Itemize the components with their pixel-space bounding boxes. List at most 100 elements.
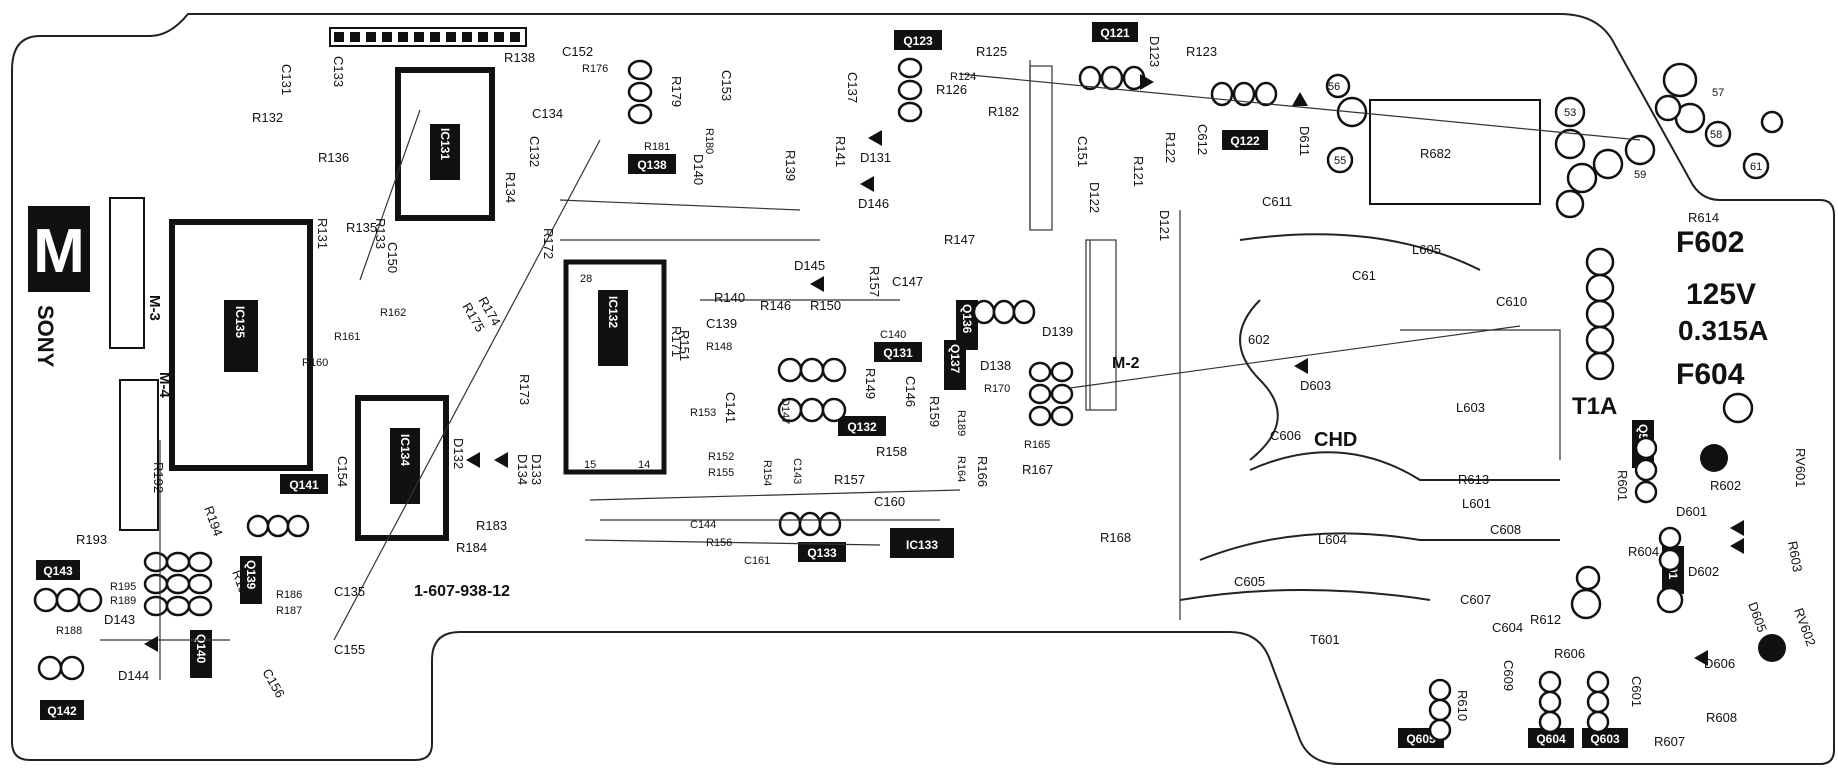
label-602: 602 [1248,332,1270,347]
label-c610: C610 [1496,294,1527,309]
label-r608: R608 [1706,710,1737,725]
label-r151: R151 [677,330,692,361]
label-l601: L601 [1462,496,1491,511]
ic135: IC135 [169,219,313,471]
q123-tag: Q123 [894,30,942,50]
label-r603: R603 [1785,540,1805,573]
label-c140: C140 [880,329,906,341]
q137-tag: Q137 [944,340,966,390]
label-r158: R158 [876,444,907,459]
q121-tag: Q121 [1092,22,1138,42]
label-p56: 56 [1328,81,1340,93]
label-r164: R164 [955,456,967,482]
label-r157b: R157 [834,472,865,487]
fuse-f604-label: F604 [1676,358,1745,391]
label-d131: D131 [860,150,891,165]
label-r170: R170 [984,383,1010,395]
label-r682: R682 [1420,146,1451,161]
pads-q501 [1656,526,1684,614]
label-p53: 53 [1564,107,1576,119]
label-r150: R150 [810,298,841,313]
label-r601: R601 [1615,470,1630,501]
label-d606: D606 [1704,656,1735,671]
label-r138: R138 [504,50,535,65]
label-d143: D143 [104,612,135,627]
label-r612: R612 [1530,612,1561,627]
label-r187: R187 [276,605,302,617]
label-r139: R139 [783,150,798,181]
label-c601: C601 [1629,676,1644,707]
q133-label: Q133 [807,546,837,560]
q143-label: Q143 [43,564,73,578]
label-r126: R126 [936,82,967,97]
ic132-pin15: 15 [584,459,596,471]
q136-tag: Q136 [956,300,978,350]
q132-label: Q132 [847,420,877,434]
label-r152: R152 [708,451,734,463]
q603-label: Q603 [1590,732,1620,746]
q605-label: Q605 [1406,732,1436,746]
label-r195: R195 [110,581,136,593]
label-c605: C605 [1234,574,1265,589]
label-c156: C156 [259,666,288,700]
header-connector-strip [329,27,527,47]
q142-tag: Q142 [40,700,84,720]
q137-label: Q137 [948,344,962,374]
label-r132: R132 [252,110,283,125]
label-p58: 58 [1710,129,1722,141]
label-d122: D122 [1087,182,1102,213]
ic134-tag: IC134 [398,434,412,466]
label-r160: R160 [302,357,328,369]
label-r131: R131 [315,218,330,249]
label-r176: R176 [582,63,608,75]
label-p55: 55 [1334,155,1346,167]
label-d132: D132 [451,438,466,469]
q605-tag: Q605 [1398,728,1444,748]
ic131: IC131 [395,67,495,221]
label-c151: C151 [1075,136,1090,167]
traces [100,60,1641,680]
pads-q140-grid [143,551,213,617]
label-r172: R172 [541,228,556,259]
pads-q143 [33,587,103,613]
label-r134: R134 [503,172,518,203]
label-r167: R167 [1022,462,1053,477]
ic133-tag: IC133 [906,538,938,552]
label-c155: C155 [334,642,365,657]
label-r124: R124 [950,71,976,83]
label-r157: R157 [867,266,882,297]
label-c612: C612 [1195,124,1210,155]
label-r610: R610 [1455,690,1470,721]
label-c144: C144 [690,519,716,531]
q604-tag: Q604 [1528,728,1574,748]
label-c609: C609 [1501,660,1516,691]
label-r161: R161 [334,331,360,343]
pads-q502 [1634,436,1658,504]
q141-label: Q141 [289,478,319,492]
label-r182: R182 [988,104,1019,119]
label-r181: R181 [644,141,670,153]
label-r135: R135 [346,220,377,235]
label-p59: 59 [1634,169,1646,181]
pads-q139 [246,514,310,538]
logo-m-letter: M [33,217,85,286]
label-r171: R171 [669,326,684,357]
label-d146: D146 [858,196,889,211]
connector-m4: M-4 [119,372,173,531]
q141-tag: Q141 [280,474,328,494]
label-d147: D147 [779,398,791,424]
label-r140: R140 [714,290,745,305]
relay-box [1369,99,1541,205]
label-r148: R148 [706,341,732,353]
ic132-tag: IC132 [606,296,620,328]
rv602-pad [1758,634,1786,662]
q140-label: Q140 [194,634,208,664]
q121-label: Q121 [1100,26,1130,40]
ic132-pin28: 28 [580,273,592,285]
label-r154: R154 [761,460,773,486]
transistor-pads [33,57,1684,742]
label-c147: C147 [892,274,923,289]
label-r149: R149 [863,368,878,399]
label-c160: C160 [874,494,905,509]
label-d144: D144 [118,668,149,683]
